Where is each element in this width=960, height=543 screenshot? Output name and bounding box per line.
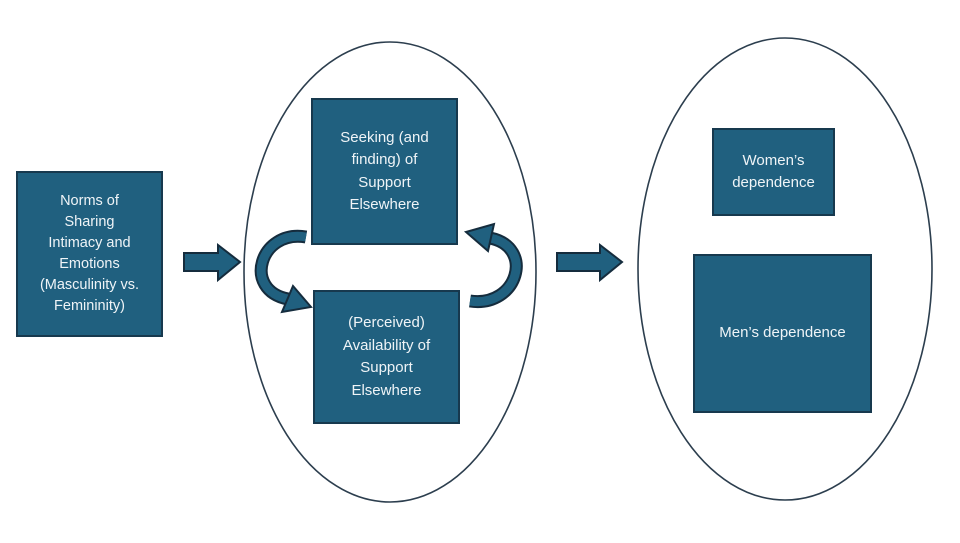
mens-dependence-box: Men’s dependence	[693, 254, 872, 413]
womens-dependence-box-label: Women’s dependence	[732, 151, 815, 192]
seeking-support-box: Seeking (and finding) of Support Elsewhe…	[311, 98, 458, 245]
womens-dependence-box: Women’s dependence	[712, 128, 835, 216]
perceived-availability-box: (Perceived) Availability of Support Else…	[313, 290, 460, 424]
norms-box-label: Norms of Sharing Intimacy and Emotions (…	[39, 192, 140, 315]
outcomes-group-ellipse	[637, 37, 933, 501]
right-arrow-icon	[183, 242, 242, 283]
cycle-arrow-up-icon	[463, 222, 523, 308]
norms-box: Norms of Sharing Intimacy and Emotions (…	[16, 171, 163, 337]
cycle-group-ellipse	[243, 41, 537, 503]
right-arrow-icon	[556, 242, 624, 283]
seeking-support-box-label: Seeking (and finding) of Support Elsewhe…	[340, 128, 429, 214]
cycle-arrow-down-icon	[254, 229, 313, 314]
mens-dependence-box-label: Men’s dependence	[719, 324, 846, 342]
perceived-availability-box-label: (Perceived) Availability of Support Else…	[342, 314, 431, 399]
